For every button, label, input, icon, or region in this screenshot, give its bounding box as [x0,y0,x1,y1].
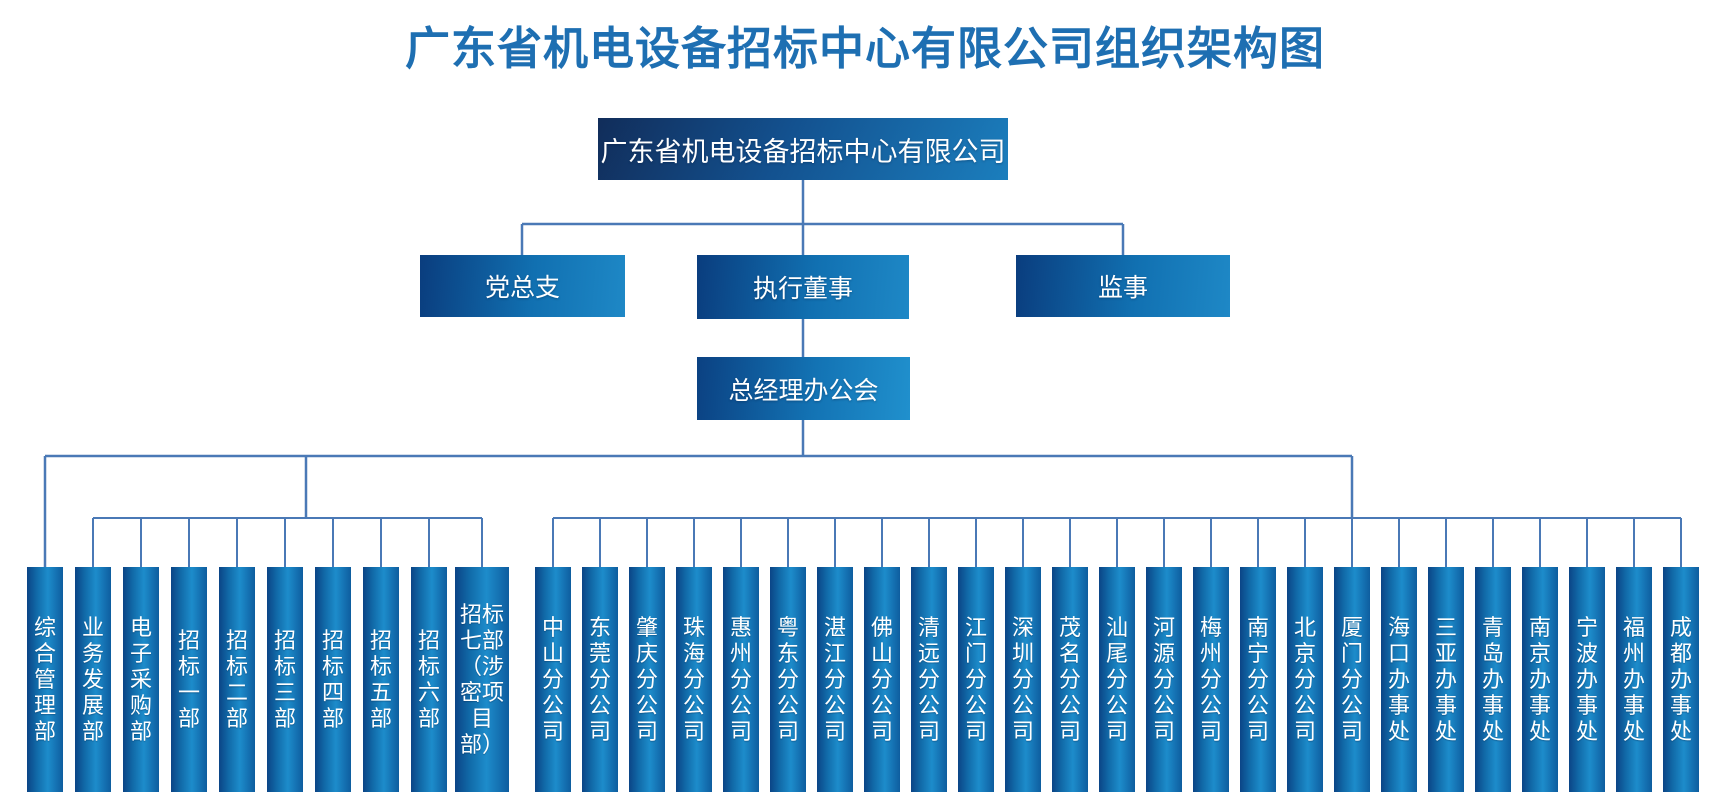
org-node-label: 招标四部 [321,627,344,731]
org-node-branch-14: 河源分公司 [1146,567,1182,792]
org-node-label: 惠州分公司 [729,614,752,744]
org-node-label: 汕尾分公司 [1105,614,1128,744]
org-node-branch-18: 厦门分公司 [1334,567,1370,792]
org-node-label: 河源分公司 [1152,614,1175,744]
org-node-label: 招标三部 [273,627,296,731]
org-node-branch-3: 肇庆分公司 [629,567,665,792]
org-node-label: 江门分公司 [964,614,987,744]
org-node-branch-7: 湛江分公司 [817,567,853,792]
org-node-label: 肇庆分公司 [635,614,658,744]
org-node-label: 厦门分公司 [1340,614,1363,744]
org-node-label: 湛江分公司 [823,614,846,744]
org-node-general-manager-office: 总经理办公会 [697,357,910,420]
org-node-label: 清远分公司 [917,614,940,744]
org-node-dept-5: 招标二部 [219,567,255,792]
org-node-dept-4: 招标一部 [171,567,207,792]
org-node-office-7: 成都办事处 [1663,567,1699,792]
org-node-label: 粤东分公司 [776,614,799,744]
org-node-branch-12: 茂名分公司 [1052,567,1088,792]
org-node-label: 茂名分公司 [1058,614,1081,744]
org-node-branch-2: 东莞分公司 [582,567,618,792]
org-node-branch-9: 清远分公司 [911,567,947,792]
org-node-dept-6: 招标三部 [267,567,303,792]
org-node-dept-7: 招标四部 [315,567,351,792]
org-node-supervisor: 监事 [1016,255,1230,317]
org-node-office-3: 青岛办事处 [1475,567,1511,792]
org-node-label: 三亚办事处 [1434,614,1457,744]
org-node-office-4: 南京办事处 [1522,567,1558,792]
org-node-branch-6: 粤东分公司 [770,567,806,792]
org-node-branch-1: 中山分公司 [535,567,571,792]
org-node-branch-17: 北京分公司 [1287,567,1323,792]
org-node-label: 综合管理部 [33,614,56,744]
org-node-label: 招标七部（涉密项目部） [459,601,504,757]
org-node-dept-10: 招标七部（涉密项目部） [455,567,509,792]
page-title: 广东省机电设备招标中心有限公司组织架构图 [404,23,1325,74]
org-node-label: 招标五部 [369,627,392,731]
org-node-label: 招标六部 [417,627,440,731]
org-node-branch-8: 佛山分公司 [864,567,900,792]
org-node-label: 宁波办事处 [1575,614,1598,744]
org-node-label: 福州办事处 [1622,614,1645,744]
org-node-label: 电子采购部 [129,614,152,744]
org-node-office-5: 宁波办事处 [1569,567,1605,792]
org-node-branch-11: 深圳分公司 [1005,567,1041,792]
org-node-label: 招标一部 [177,627,200,731]
org-node-dept-1: 综合管理部 [27,567,63,792]
org-node-executive-director: 执行董事 [697,255,909,319]
org-node-label: 珠海分公司 [682,614,705,744]
org-node-root: 广东省机电设备招标中心有限公司 [598,118,1008,180]
org-node-dept-8: 招标五部 [363,567,399,792]
org-node-branch-13: 汕尾分公司 [1099,567,1135,792]
org-node-label: 梅州分公司 [1199,614,1222,744]
org-node-branch-16: 南宁分公司 [1240,567,1276,792]
org-node-party-general-branch: 党总支 [420,255,625,317]
org-node-dept-3: 电子采购部 [123,567,159,792]
org-node-label: 东莞分公司 [588,614,611,744]
org-node-label: 南京办事处 [1528,614,1551,744]
org-node-label: 南宁分公司 [1246,614,1269,744]
org-node-label: 成都办事处 [1669,614,1692,744]
org-node-branch-10: 江门分公司 [958,567,994,792]
org-node-branch-15: 梅州分公司 [1193,567,1229,792]
org-node-office-2: 三亚办事处 [1428,567,1464,792]
org-node-label: 深圳分公司 [1011,614,1034,744]
org-node-label: 青岛办事处 [1481,614,1504,744]
org-node-label: 招标二部 [225,627,248,731]
org-node-office-1: 海口办事处 [1381,567,1417,792]
org-node-label: 中山分公司 [541,614,564,744]
org-node-label: 业务发展部 [81,614,104,744]
org-node-label: 海口办事处 [1387,614,1410,744]
org-node-branch-5: 惠州分公司 [723,567,759,792]
org-node-dept-2: 业务发展部 [75,567,111,792]
org-node-dept-9: 招标六部 [411,567,447,792]
org-node-branch-4: 珠海分公司 [676,567,712,792]
org-node-label: 北京分公司 [1293,614,1316,744]
org-node-office-6: 福州办事处 [1616,567,1652,792]
org-node-label: 佛山分公司 [870,614,893,744]
